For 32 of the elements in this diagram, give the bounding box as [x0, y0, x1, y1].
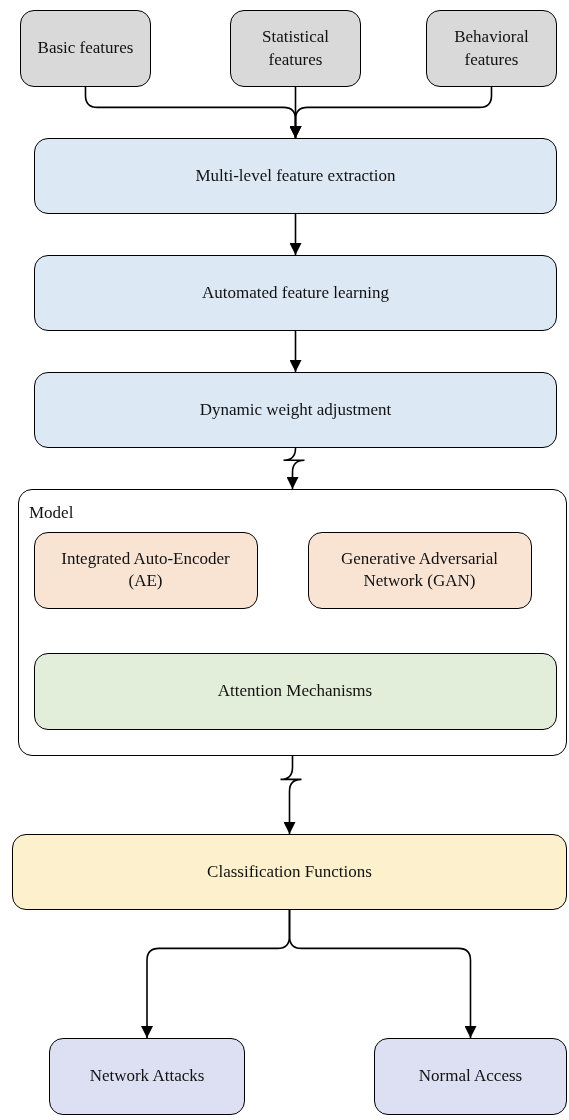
node-label: Dynamic weight adjustment — [199, 398, 392, 421]
node-label: Statistical features — [260, 26, 330, 71]
model-box — [307, 531, 532, 609]
process-box — [34, 372, 557, 448]
node-label: Basic features — [36, 37, 135, 60]
node-label: Network Attacks — [88, 1065, 206, 1088]
arrow — [279, 755, 303, 835]
process-box — [34, 255, 557, 331]
arrow — [289, 213, 302, 256]
process-box — [12, 834, 567, 910]
model-box — [33, 531, 258, 609]
node-label: Integrated Auto-Encoder (AE) — [60, 547, 231, 592]
source-box — [426, 10, 557, 87]
model-box — [33, 652, 557, 730]
node-label: Attention Mechanisms — [217, 679, 373, 702]
arrow — [289, 330, 302, 373]
output-box — [49, 1038, 245, 1115]
process-box — [34, 138, 557, 214]
node-label: Normal Access — [417, 1065, 524, 1088]
source-box — [230, 10, 361, 87]
group-title: Model — [29, 502, 74, 524]
node-label: Multi-level feature extraction — [195, 164, 396, 187]
arrow — [282, 447, 306, 490]
group-container — [18, 489, 567, 756]
output-box — [374, 1038, 567, 1115]
arrow — [288, 909, 477, 1039]
node-label: Generative Adversarial Network (GAN) — [339, 547, 500, 592]
node-label: Behavioral features — [453, 26, 530, 71]
source-box — [20, 10, 151, 87]
node-label: Automated feature learning — [202, 281, 389, 304]
node-label: Classification Functions — [207, 860, 372, 883]
arrow — [289, 86, 493, 139]
